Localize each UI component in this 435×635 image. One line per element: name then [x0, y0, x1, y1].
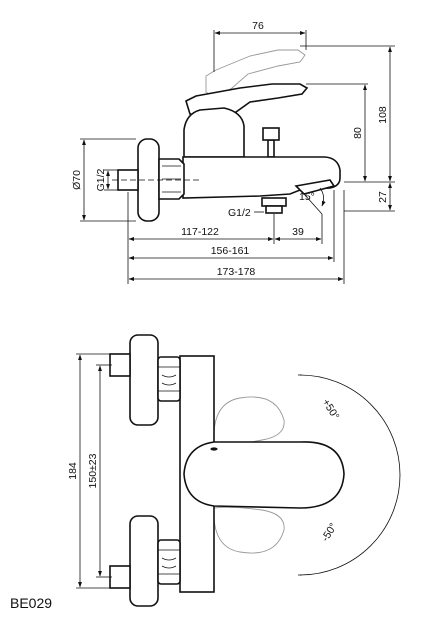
top-escutcheon [129, 334, 159, 426]
dim-centre-distance: 150±23 [87, 453, 99, 488]
dim-connection-depth: 117-122 [181, 226, 219, 238]
side-view: 76 80 108 27 Ø70 G1/2 G1/2 15° [71, 20, 395, 284]
outlet-thread [265, 205, 283, 214]
dim-total-height: 108 [377, 106, 389, 124]
diverter-knob [262, 127, 280, 141]
ghost-lever-up [213, 396, 285, 445]
dim-inlet-thread: G1/2 [95, 168, 107, 191]
swing-arc [299, 374, 401, 576]
dim-lever-reach: 76 [252, 20, 264, 32]
dim-diameter: Ø70 [71, 170, 83, 190]
bottom-escutcheon [129, 515, 159, 607]
dim-spout-projection: 156-161 [211, 245, 250, 257]
dim-spout-drop: 27 [377, 191, 389, 203]
dim-outlet-thread: G1/2 [228, 207, 251, 219]
top-inlet-pipe [109, 353, 131, 377]
dim-swing-down: -50° [319, 521, 339, 544]
top-hex-nut [157, 356, 181, 402]
mixer-body [182, 156, 341, 199]
front-view: +50° -50° 184 150±23 [67, 334, 401, 607]
spout-tip [294, 179, 336, 195]
dim-overall-height: 184 [67, 462, 79, 480]
bottom-inlet-pipe [109, 565, 131, 589]
outlet-nut [261, 197, 287, 207]
dim-spout-angle: 15° [299, 191, 315, 203]
bottom-hex-nut [157, 539, 181, 585]
product-code: BE029 [10, 595, 52, 611]
dim-swing-up: +50° [320, 397, 342, 422]
ghost-lever-down [213, 506, 285, 554]
cartridge-cap [183, 107, 245, 158]
front-lever [183, 441, 345, 509]
dim-outlet-height: 80 [352, 127, 364, 139]
dim-overall-length: 173-178 [217, 266, 256, 278]
diverter-stem [267, 139, 275, 158]
dim-spout-offset: 39 [292, 226, 304, 238]
